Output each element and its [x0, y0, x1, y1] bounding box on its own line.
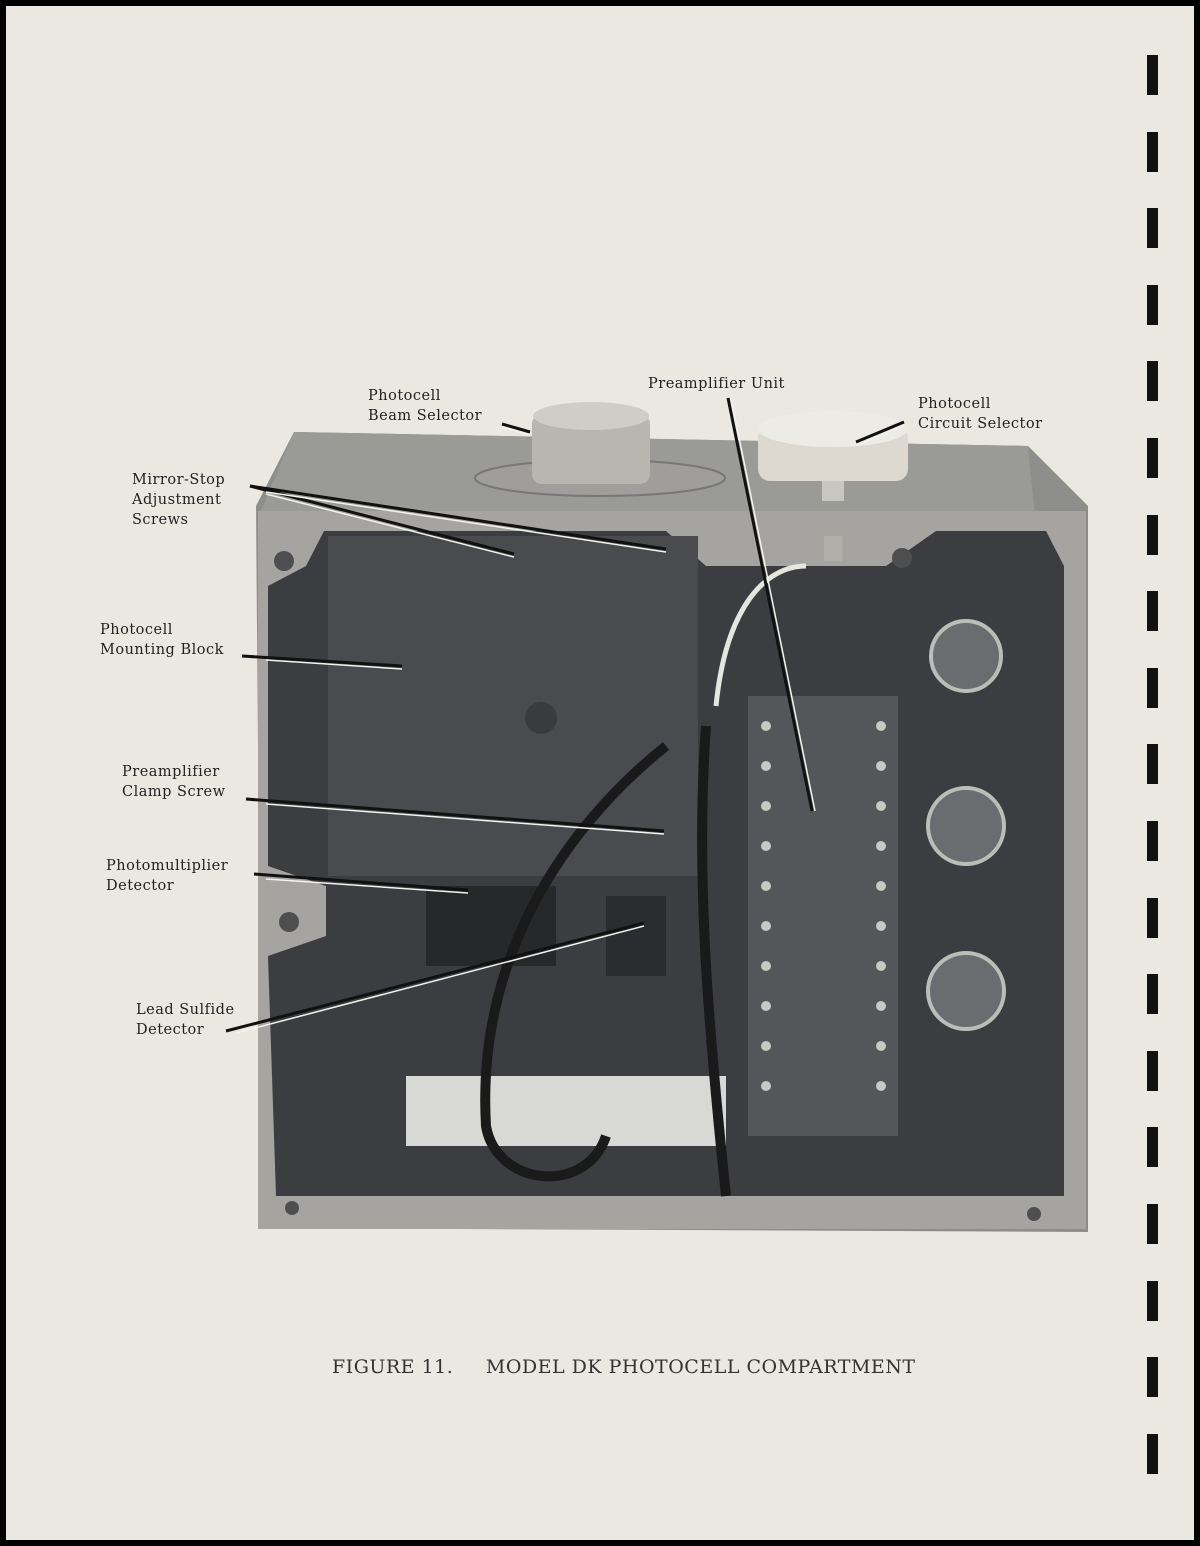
label-line: Adjustment	[132, 492, 222, 508]
binder-hole	[1147, 1357, 1158, 1398]
binder-hole	[1147, 361, 1158, 402]
binder-hole	[1147, 744, 1158, 785]
binder-hole	[1147, 821, 1158, 861]
binder-hole	[1147, 1280, 1158, 1321]
binder-hole	[1147, 591, 1158, 632]
binder-hole	[1147, 55, 1158, 95]
label-line: Clamp Screw	[122, 784, 226, 800]
label-line: Screws	[132, 512, 189, 528]
label-line: Detector	[136, 1022, 205, 1038]
binder-hole	[1147, 131, 1158, 172]
figure-title: MODEL DK PHOTOCELL COMPARTMENT	[485, 1356, 916, 1378]
label-mirror-stop-screws: Mirror-Stop Adjustment Screws	[132, 470, 225, 530]
label-line: Mirror-Stop	[132, 472, 226, 488]
label-line: Beam Selector	[368, 408, 483, 424]
label-clamp-screw: Preamplifier Clamp Screw	[122, 762, 226, 802]
document-page: Photocell Beam Selector Preamplifier Uni…	[6, 6, 1194, 1540]
figure-number: FIGURE 11.	[332, 1356, 454, 1378]
label-line: Lead Sulfide	[136, 1002, 235, 1018]
binder-hole	[1147, 1127, 1158, 1168]
photocell-compartment-photo	[225, 397, 1088, 1232]
binder-hole	[1147, 1433, 1158, 1474]
label-line: Photocell	[100, 622, 173, 638]
label-line: Photocell	[368, 388, 441, 404]
binder-hole	[1147, 1204, 1158, 1244]
label-line: Detector	[106, 878, 175, 894]
binder-hole	[1147, 1050, 1158, 1091]
binder-hole	[1147, 897, 1158, 938]
figure-caption: FIGURE 11. MODEL DK PHOTOCELL COMPARTMEN…	[332, 1356, 942, 1378]
label-beam-selector: Photocell Beam Selector	[368, 386, 482, 426]
label-circuit-selector: Photocell Circuit Selector	[918, 394, 1043, 434]
label-preamplifier-unit: Preamplifier Unit	[648, 376, 785, 392]
label-line: Mounting Block	[100, 642, 224, 658]
binder-hole	[1147, 974, 1158, 1015]
label-line: Preamplifier	[122, 764, 220, 780]
label-line: Photomultiplier	[106, 858, 229, 874]
binder-hole	[1147, 667, 1158, 708]
label-photomultiplier: Photomultiplier Detector	[106, 856, 228, 896]
binder-hole	[1147, 514, 1158, 555]
binder-hole	[1147, 284, 1158, 325]
label-mounting-block: Photocell Mounting Block	[100, 620, 224, 660]
label-line: Circuit Selector	[918, 416, 1043, 432]
label-lead-sulfide: Lead Sulfide Detector	[136, 1000, 235, 1040]
label-line: Photocell	[918, 396, 991, 412]
binder-hole	[1147, 438, 1158, 478]
binder-hole	[1147, 208, 1158, 249]
